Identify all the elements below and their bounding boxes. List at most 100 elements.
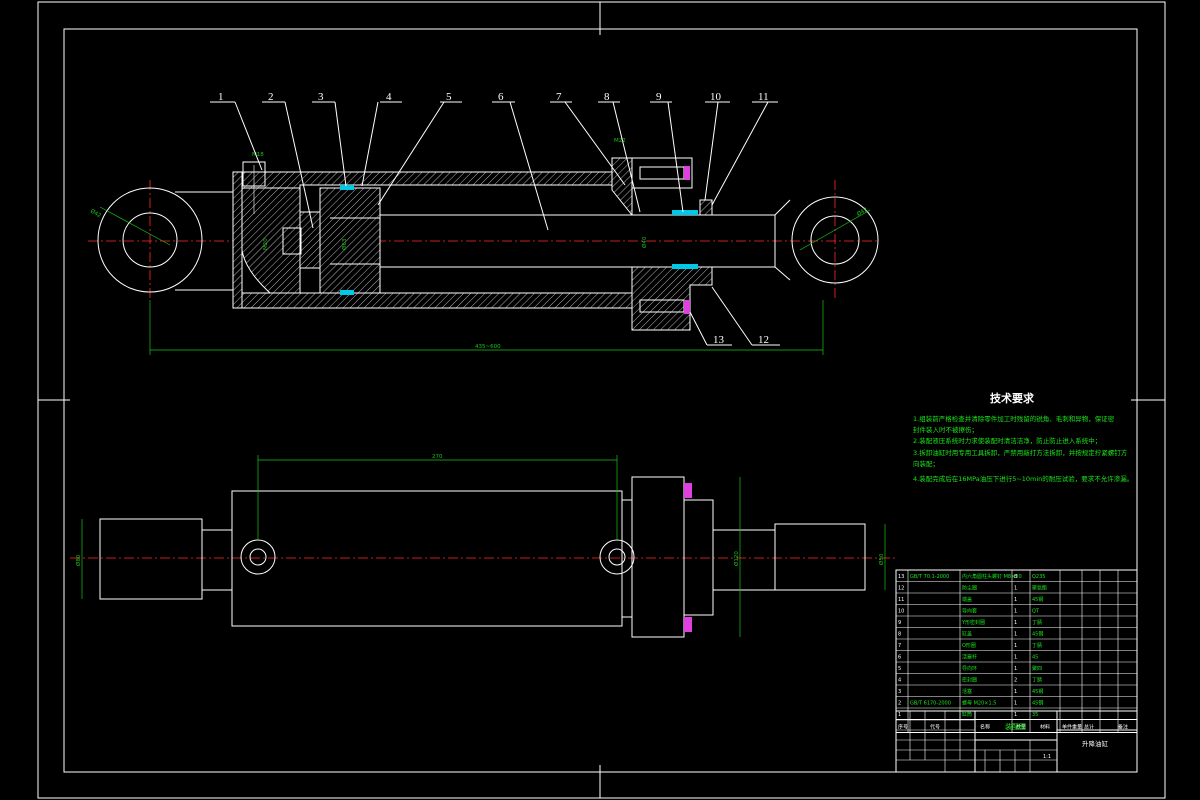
right-boss-dim: Ø50 [878, 553, 885, 565]
right-eye-outer [791, 196, 879, 284]
parts-cell: 1 [1014, 712, 1017, 718]
port-right [599, 539, 635, 575]
parts-cell: 活塞杆 [962, 654, 977, 661]
parts-cell: 45钢 [1032, 596, 1043, 603]
right-boss [774, 523, 866, 591]
parts-header: 总计 [1084, 724, 1094, 731]
scale: 1:1 [1043, 754, 1051, 760]
part-label-5: 5 [446, 91, 452, 103]
parts-cell: 12 [898, 586, 904, 592]
parts-cell: 1 [1014, 586, 1017, 592]
parts-cell: 8 [898, 632, 901, 638]
parts-header: 代号 [930, 724, 940, 731]
parts-cell: 13 [898, 574, 904, 580]
thread-dim: M20 [263, 238, 269, 250]
parts-cell: 1 [1014, 620, 1017, 626]
part-balloon-labels: 1 2 3 4 5 6 7 8 9 10 11 12 13 [218, 91, 769, 346]
part-label-3: 3 [318, 91, 324, 103]
title-block: 装配图 升降油缸 1:1 [895, 710, 1138, 773]
parts-cell: 45钢 [1032, 688, 1043, 695]
parts-cell: 1 [1014, 643, 1017, 649]
drawing-name: 装配图 [1005, 722, 1026, 731]
parts-cell: 7 [898, 643, 901, 649]
left-eye-inner [122, 212, 178, 268]
piston [319, 187, 381, 294]
parts-header: 材料 [1040, 724, 1050, 731]
part-leaders [210, 101, 780, 346]
parts-cell: 45 [1032, 655, 1038, 661]
parts-cell: 缸筒 [962, 711, 972, 718]
parts-cell: 内六角圆柱头螺钉 M8×30 [962, 573, 1022, 580]
parts-cell: 活塞 [962, 688, 972, 695]
rod-dim: Ø40 [641, 236, 648, 248]
parts-cell: 1 [1014, 597, 1017, 603]
parts-cell: GB/T 6170-2000 [910, 701, 951, 707]
parts-cell: 5 [898, 666, 901, 672]
parts-cell: 11 [898, 597, 904, 603]
overall-length-dim: 435~600 [475, 344, 501, 350]
parts-cell: 4 [898, 678, 901, 684]
part-label-6: 6 [498, 91, 504, 103]
parts-cell: 35 [1032, 712, 1038, 718]
parts-cell: 缸盖 [962, 631, 972, 638]
left-boss-dim: Ø80 [75, 554, 82, 566]
parts-cell: 1 [1014, 655, 1017, 661]
right-eye-inner [810, 215, 860, 265]
parts-cell: O形圈 [962, 642, 976, 649]
parts-cell: 1 [1014, 666, 1017, 672]
tech-line-1: 1.组装前严格检查并清除零件加工时残留的锐角、毛刺和异物，保证密 [913, 414, 1115, 423]
left-boss [99, 518, 203, 600]
piston-rod [379, 214, 776, 268]
parts-cell: 1 [1014, 609, 1017, 615]
tech-line-3: 2.装配液压系统时力求使装配时清洁洁净，防止防止进入系统中； [913, 436, 1101, 445]
parts-cell: 1 [1014, 632, 1017, 638]
parts-cell: 导向环 [962, 665, 977, 672]
cylinder-body [231, 490, 623, 627]
cylinder-tube-top [232, 171, 613, 189]
tech-line-6: 4.装配完成后在16MPa油压下进行5~10min的耐压试验，要求不允许渗漏。 [913, 474, 1133, 483]
parts-cell: GB/T 70.1-2000 [910, 574, 949, 580]
port-label-right: M22 [614, 138, 626, 144]
port-label-left: M18 [252, 152, 264, 158]
port-left [240, 539, 276, 575]
parts-cell: 导向套 [962, 608, 977, 615]
parts-cell: 45钢 [1032, 700, 1043, 707]
exterior-view: 270 Ø80 Ø50 Ø120 [70, 454, 895, 638]
parts-cell: 8 [1014, 574, 1017, 580]
section-view: 435~600 Ø42 Ø42 M18 M22 Ø40 Ø63 M20 1 [88, 91, 880, 355]
tech-line-2: 封件装入时不被擦伤； [913, 425, 978, 434]
part-label-8: 8 [604, 91, 610, 103]
parts-cell: 丁腈 [1032, 677, 1042, 684]
centering-marks [38, 2, 1165, 798]
product-name: 升降油缸 [1082, 739, 1109, 748]
parts-cell: 防尘圈 [962, 585, 977, 592]
part-label-13: 13 [713, 334, 725, 346]
parts-cell: 6 [898, 655, 901, 661]
part-label-7: 7 [556, 91, 562, 103]
part-label-2: 2 [268, 91, 274, 103]
parts-cell: Y形密封圈 [961, 619, 985, 626]
parts-cell: 2 [898, 701, 901, 707]
parts-cell: 2 [1014, 678, 1017, 684]
piston-dim: Ø63 [341, 238, 348, 250]
parts-header: 单件重量 [1062, 724, 1082, 731]
parts-cell: 聚四 [1032, 666, 1042, 672]
parts-cell: 3 [898, 689, 901, 695]
parts-cell: 1 [1014, 701, 1017, 707]
parts-header: 名称 [980, 724, 990, 731]
parts-cell: 丁腈 [1032, 642, 1042, 649]
part-label-1: 1 [218, 91, 224, 103]
part-label-11: 11 [758, 91, 769, 103]
rear-end-cap [232, 171, 243, 309]
tech-line-5: 向装配； [913, 459, 939, 468]
left-eye-outer [97, 187, 203, 293]
parts-cell: 端盖 [962, 596, 972, 603]
parts-cell: 密封圈 [962, 677, 977, 684]
part-label-9: 9 [656, 91, 662, 103]
left-eye-dim: Ø42 [89, 208, 102, 220]
parts-cell: 10 [898, 609, 904, 615]
parts-cell: 螺母 M20×1.5 [962, 700, 996, 707]
tech-requirements: 技术要求 1.组装前严格检查并清除零件加工时残留的锐角、毛刺和异物，保证密 封件… [913, 391, 1133, 483]
cylinder-tube-bottom [232, 292, 633, 309]
